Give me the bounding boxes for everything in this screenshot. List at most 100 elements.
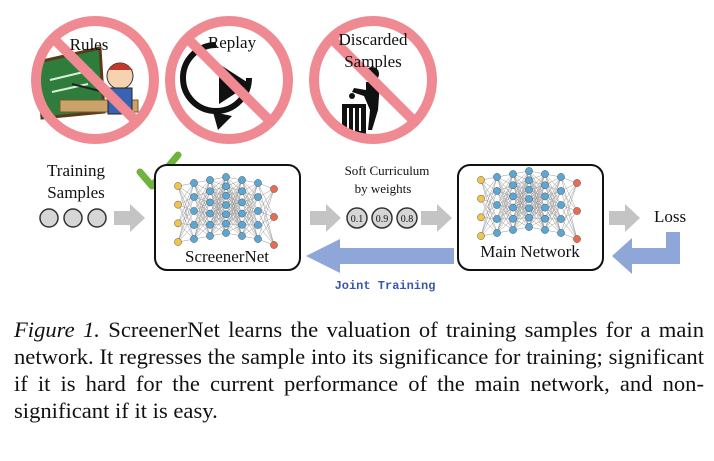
network-node: [493, 215, 501, 223]
caption-text: ScreenerNet learns the valuation of trai…: [14, 317, 704, 423]
network-node: [222, 229, 230, 237]
network-node: [270, 185, 278, 193]
network-edge: [528, 180, 546, 208]
network-edge: [496, 204, 514, 231]
network-edge: [225, 202, 243, 234]
network-node: [222, 191, 230, 200]
weight-value: 0.9: [376, 214, 389, 225]
network-node: [206, 187, 214, 196]
network-edge: [512, 198, 530, 219]
network-node: [254, 207, 262, 215]
network-node: [222, 173, 230, 181]
network-edge: [225, 191, 243, 224]
network-node: [525, 167, 533, 175]
network-node: [238, 176, 246, 184]
network-node: [509, 170, 517, 178]
network-edge: [512, 189, 530, 219]
arrow-to-weights: [310, 204, 341, 232]
network-node: [509, 203, 517, 212]
network-node: [190, 179, 198, 187]
network-node: [477, 213, 485, 222]
main-network-graphic: [477, 167, 581, 243]
network-node: [238, 232, 246, 240]
network-edge: [177, 196, 195, 243]
network-edge: [209, 176, 227, 214]
network-edge: [480, 198, 498, 234]
network-edge: [257, 224, 275, 246]
network-edge: [512, 189, 530, 208]
network-edge: [480, 179, 498, 206]
network-edge: [177, 182, 195, 243]
network-node: [525, 185, 533, 194]
arrow-to-screenernet: [114, 204, 145, 232]
network-node: [493, 173, 501, 181]
network-node: [270, 213, 278, 221]
network-node: [477, 232, 485, 240]
network-edge: [257, 188, 275, 226]
network-edge: [544, 196, 562, 220]
network-node: [238, 198, 246, 207]
network-edge: [241, 196, 259, 237]
network-edge: [225, 179, 243, 206]
replay-label: Replay: [208, 33, 257, 52]
network-edge: [193, 179, 211, 212]
weight-value: 0.8: [401, 214, 414, 225]
network-node: [509, 226, 517, 234]
network-node: [174, 238, 182, 246]
network-edge: [496, 185, 514, 206]
network-edge: [544, 176, 562, 197]
network-node: [557, 187, 565, 195]
network-edge: [480, 190, 498, 218]
network-node: [525, 223, 533, 231]
network-edge: [560, 210, 578, 234]
network-edge: [193, 202, 211, 226]
network-node: [525, 204, 533, 213]
network-node: [541, 181, 549, 190]
screenernet-network-graphic: [174, 173, 278, 249]
joint-training-label: Joint Training: [335, 279, 436, 293]
network-node: [557, 229, 565, 237]
network-edge: [528, 196, 546, 228]
network-edge: [528, 173, 546, 200]
network-node: [525, 195, 533, 203]
network-edge: [512, 170, 530, 208]
network-edge: [193, 191, 211, 240]
network-edge: [177, 224, 195, 243]
network-edge: [544, 204, 562, 231]
network-edge: [209, 214, 227, 237]
network-edge: [496, 185, 514, 220]
discarded-samples-forbidden-sign: Discarded Samples: [309, 16, 437, 144]
network-node: [557, 215, 565, 223]
network-edge: [528, 173, 546, 209]
network-edge: [544, 176, 562, 219]
network-node: [254, 193, 262, 201]
network-node: [541, 214, 549, 223]
network-edge: [177, 182, 195, 224]
network-edge: [544, 176, 562, 208]
sample-circle: [63, 208, 83, 228]
network-edge: [480, 176, 498, 199]
network-edge: [209, 195, 227, 225]
network-edge: [241, 182, 259, 214]
network-edge: [560, 218, 578, 240]
network-edge: [544, 190, 562, 219]
screenernet-label: ScreenerNet: [185, 247, 269, 266]
network-node: [206, 198, 214, 207]
network-node: [573, 235, 581, 243]
loss-feedback-arrow: [612, 232, 680, 274]
network-node: [222, 210, 230, 219]
network-edge: [496, 196, 514, 220]
discarded-label: Discarded: [339, 30, 408, 49]
network-edge: [544, 190, 562, 231]
network-node: [190, 235, 198, 243]
main-network-box: Main Network: [457, 164, 604, 271]
loss-label: Loss: [654, 207, 686, 226]
network-node: [509, 214, 517, 223]
network-edge: [241, 210, 259, 237]
network-edge: [496, 207, 514, 234]
network-edge: [257, 188, 275, 240]
network-node: [477, 176, 485, 184]
replay-forbidden-sign: Replay: [165, 16, 293, 144]
network-node: [557, 173, 565, 181]
network-edge: [512, 180, 530, 208]
